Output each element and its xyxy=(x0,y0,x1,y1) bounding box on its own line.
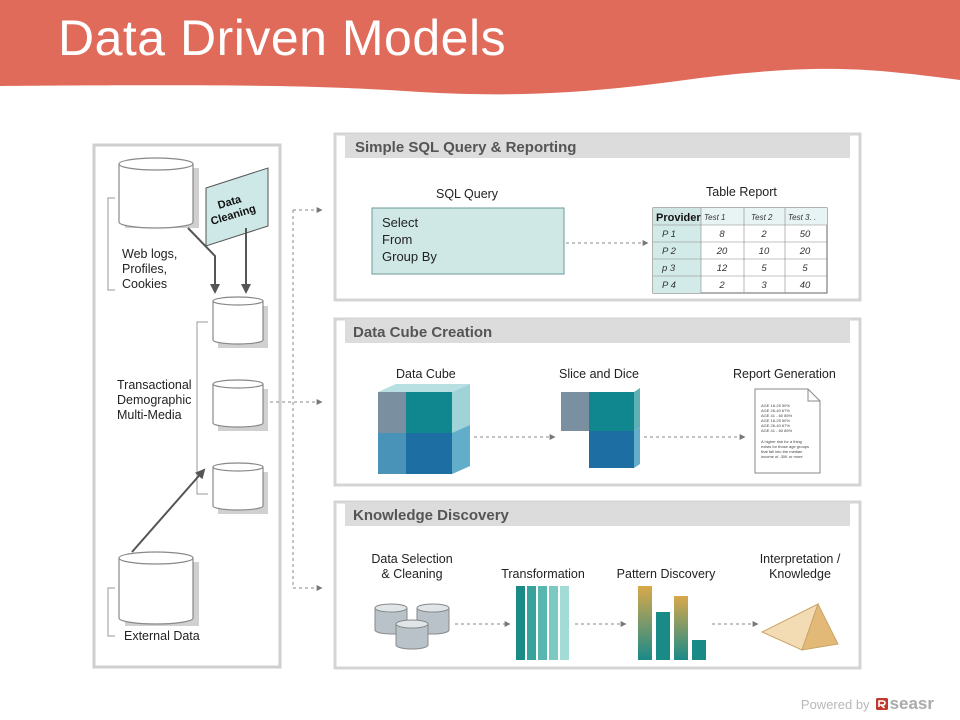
left-panel: Data Cleaning Web logs, Profiles, Cookie… xyxy=(92,143,282,669)
table-header-test2: Test 2 xyxy=(751,213,773,222)
report-generation-label: Report Generation xyxy=(733,367,836,381)
title-banner xyxy=(0,0,960,95)
table-cell: 5 xyxy=(802,263,808,274)
table-cell: 10 xyxy=(759,246,770,257)
sources-label-2: Profiles, xyxy=(122,262,167,276)
data-cleaning-panel: Data Cleaning xyxy=(205,167,269,247)
report-doc-line: AGE 26-40 67% xyxy=(761,423,790,428)
data-selection-icon xyxy=(374,603,450,650)
report-document-icon: AGE 18-25 50% AGE 26-40 67% AGE 41 - 60 … xyxy=(754,388,821,474)
seasr-logo-icon xyxy=(875,698,888,710)
report-table: Provider Test 1 Test 2 Test 3. . P 1 8 2… xyxy=(652,207,828,294)
table-cell: P 4 xyxy=(662,280,676,291)
table-report-label: Table Report xyxy=(706,185,777,199)
warehouse-cylinder-1 xyxy=(212,296,268,348)
table-cell: 8 xyxy=(719,229,725,240)
sources-label-1: Web logs, xyxy=(122,247,177,261)
kd-section: Knowledge Discovery Data Selection & Cle… xyxy=(333,500,862,670)
table-cell: P 2 xyxy=(662,246,677,257)
sql-line-groupby: Group By xyxy=(382,249,437,264)
cube-section: Data Cube Creation Data Cube Slice and D… xyxy=(333,317,862,487)
report-doc-line: AGE 41 - 60 85% xyxy=(761,428,793,433)
footer: Powered by seasr xyxy=(801,694,934,714)
cube-section-header: Data Cube Creation xyxy=(353,324,492,341)
report-doc-line: AGE 18-25 50% xyxy=(761,403,790,408)
brand-name: seasr xyxy=(889,694,934,713)
kd-section-header: Knowledge Discovery xyxy=(353,507,510,524)
report-doc-line: income of .30K or more xyxy=(761,454,803,459)
external-data-cylinder xyxy=(118,551,199,626)
table-header-test1: Test 1 xyxy=(704,213,726,222)
external-data-label: External Data xyxy=(124,629,200,643)
table-cell: p 3 xyxy=(661,263,676,274)
table-cell: 20 xyxy=(799,246,811,257)
interpretation-label-2: Knowledge xyxy=(769,567,831,581)
table-cell: 2 xyxy=(718,280,725,291)
table-cell: 2 xyxy=(760,229,767,240)
knowledge-prism-icon xyxy=(760,602,839,651)
pattern-discovery-label: Pattern Discovery xyxy=(617,567,716,581)
sql-section: Simple SQL Query & Reporting SQL Query S… xyxy=(333,132,862,302)
warehouse-label-1: Transactional xyxy=(117,378,192,392)
sql-query-label: SQL Query xyxy=(436,187,499,201)
warehouse-cylinder-3 xyxy=(212,462,268,514)
interpretation-label-1: Interpretation / xyxy=(760,552,841,566)
warehouse-cylinder-2 xyxy=(212,379,268,431)
table-cell: 3 xyxy=(761,280,767,291)
report-doc-line: AGE 26-40 67% xyxy=(761,408,790,413)
sql-line-select: Select xyxy=(382,215,419,230)
data-selection-label-1: Data Selection xyxy=(371,552,452,566)
powered-by-text: Powered by xyxy=(800,696,870,712)
data-selection-label-2: & Cleaning xyxy=(381,567,442,581)
slice-dice-label: Slice and Dice xyxy=(559,367,639,381)
transformation-icon xyxy=(516,586,569,660)
table-cell: 50 xyxy=(800,229,811,240)
sql-section-header: Simple SQL Query & Reporting xyxy=(355,139,576,156)
warehouse-label-3: Multi-Media xyxy=(117,408,182,422)
sql-line-from: From xyxy=(382,232,412,247)
table-cell: P 1 xyxy=(662,229,676,240)
sources-label-3: Cookies xyxy=(122,277,167,291)
page-title: Data Driven Models xyxy=(58,10,507,66)
table-header-test3: Test 3. . xyxy=(788,213,816,222)
data-cube-graphic xyxy=(378,384,470,474)
report-doc-line: AGE 18-25 50% xyxy=(761,418,790,423)
report-doc-line: AGE 41 - 60 85% xyxy=(761,413,793,418)
web-data-cylinder xyxy=(118,157,199,229)
data-cube-label: Data Cube xyxy=(396,367,456,381)
table-cell: 40 xyxy=(800,280,811,291)
pattern-discovery-icon xyxy=(638,586,706,660)
report-doc-line: A higher risk for a thing xyxy=(761,439,802,444)
table-cell: 5 xyxy=(761,263,767,274)
table-cell: 12 xyxy=(717,263,728,274)
table-header-provider: Provider xyxy=(656,212,701,224)
sql-query-box xyxy=(371,207,565,275)
slice-dice-graphic xyxy=(561,388,640,468)
warehouse-label-2: Demographic xyxy=(117,393,191,407)
report-doc-line: exists for those age groups xyxy=(761,444,809,449)
table-cell: 20 xyxy=(716,246,728,257)
report-doc-line: that fall into the median xyxy=(761,449,802,454)
left-connectors xyxy=(270,207,323,591)
transformation-label: Transformation xyxy=(501,567,585,581)
